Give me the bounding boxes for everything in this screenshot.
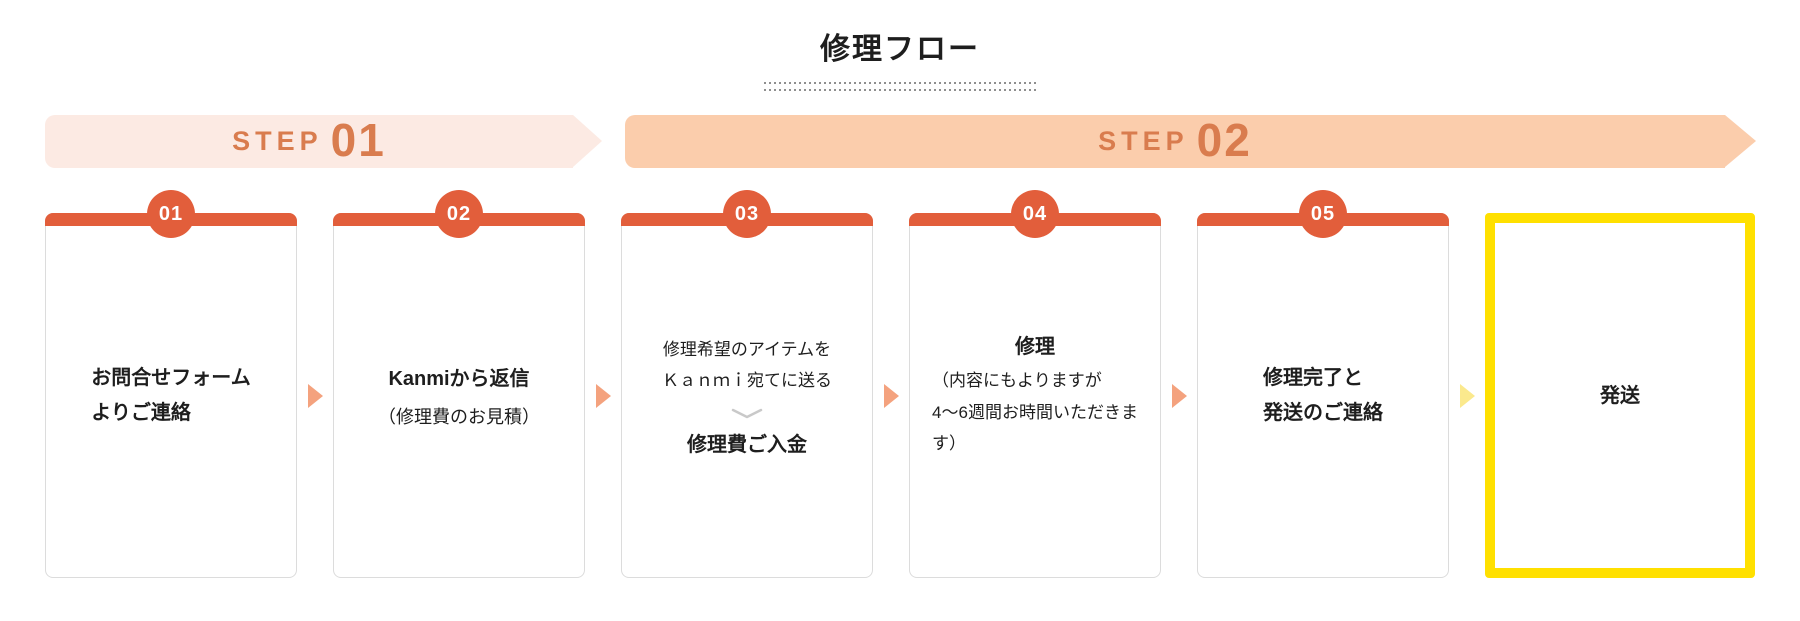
card-note: （内容にもよりますが 4〜6週間お時間いただきま す）	[932, 365, 1138, 459]
dotted-underline	[764, 82, 1036, 92]
card-send-item-payment: 03 修理希望のアイテムを Ｋａｎｍｉ宛てに送る 修理費ご入金	[621, 190, 873, 578]
card-line: 修理希望のアイテムを	[662, 339, 832, 359]
arrow-gap	[585, 213, 621, 578]
step1-number: 01	[330, 113, 386, 166]
page-title: 修理フロー	[820, 33, 980, 66]
card-repair: 04 修理 （内容にもよりますが 4〜6週間お時間いただきま す）	[909, 190, 1161, 578]
card-line: 発送のご連絡	[1263, 401, 1383, 424]
right-arrow-icon	[1171, 383, 1187, 408]
step2-banner: STEP 02	[625, 113, 1756, 168]
card-title: 修理	[1014, 336, 1055, 359]
step-badge-01: 01	[147, 190, 195, 238]
right-arrow-icon	[307, 383, 323, 408]
arrow-gap	[297, 213, 333, 578]
step1-label: STEP	[232, 126, 323, 156]
card-line: Ｋａｎｍｉ宛てに送る	[662, 371, 832, 390]
card-title: 発送	[1600, 384, 1640, 407]
step-banners: STEP 01 STEP 02	[0, 113, 1800, 168]
card-line: 修理完了と	[1263, 366, 1363, 389]
card-text: お問合せフォーム よりご連絡	[91, 361, 250, 431]
card-note: （修理費のお見積）	[378, 406, 540, 427]
step-badge-02: 02	[435, 190, 483, 238]
card-contact-form: 01 お問合せフォーム よりご連絡	[45, 190, 297, 578]
step2-label: STEP	[1098, 126, 1189, 156]
card-text: 修理完了と 発送のご連絡	[1263, 361, 1383, 431]
card-content: 修理完了と 発送のご連絡	[1247, 361, 1399, 431]
card-line: よりご連絡	[91, 401, 191, 424]
right-arrow-icon-yellow	[1459, 383, 1475, 408]
card-line: お問合せフォーム	[91, 366, 251, 389]
chevron-down-icon	[662, 408, 832, 420]
step-badge-03: 03	[723, 190, 771, 238]
step-badge-05: 05	[1299, 190, 1347, 238]
step2-number: 02	[1196, 113, 1252, 166]
card-payment-line: 修理費ご入金	[687, 434, 807, 457]
right-arrow-icon	[595, 383, 611, 408]
card-content: 発送	[1584, 380, 1656, 412]
arrow-gap	[1161, 213, 1197, 578]
arrow-gap	[873, 213, 909, 578]
right-arrow-icon	[883, 383, 899, 408]
card-completion-notice: 05 修理完了と 発送のご連絡	[1197, 190, 1449, 578]
card-content: お問合せフォーム よりご連絡	[75, 361, 266, 431]
card-content: 修理希望のアイテムを Ｋａｎｍｉ宛てに送る 修理費ご入金	[646, 334, 848, 458]
card-content: Kanmiから返信 （修理費のお見積）	[362, 363, 556, 429]
flow-cards-row: 01 お問合せフォーム よりご連絡 02 Kanmiから返信 （修理費のお見積）	[45, 190, 1755, 578]
card-line: （内容にもよりますが	[932, 371, 1102, 391]
card-kanmi-reply: 02 Kanmiから返信 （修理費のお見積）	[333, 190, 585, 578]
step-badge-04: 04	[1011, 190, 1059, 238]
step1-banner: STEP 01	[45, 113, 602, 168]
card-shipping: 発送	[1485, 213, 1755, 578]
card-line: 4〜6週間お時間いただきま	[932, 402, 1138, 422]
title-section: 修理フロー	[0, 24, 1800, 92]
card-line: す）	[932, 434, 967, 454]
card-content: 修理 （内容にもよりますが 4〜6週間お時間いただきま す）	[916, 331, 1154, 459]
card-title: Kanmiから返信	[388, 367, 530, 390]
arrow-gap	[1449, 213, 1485, 578]
